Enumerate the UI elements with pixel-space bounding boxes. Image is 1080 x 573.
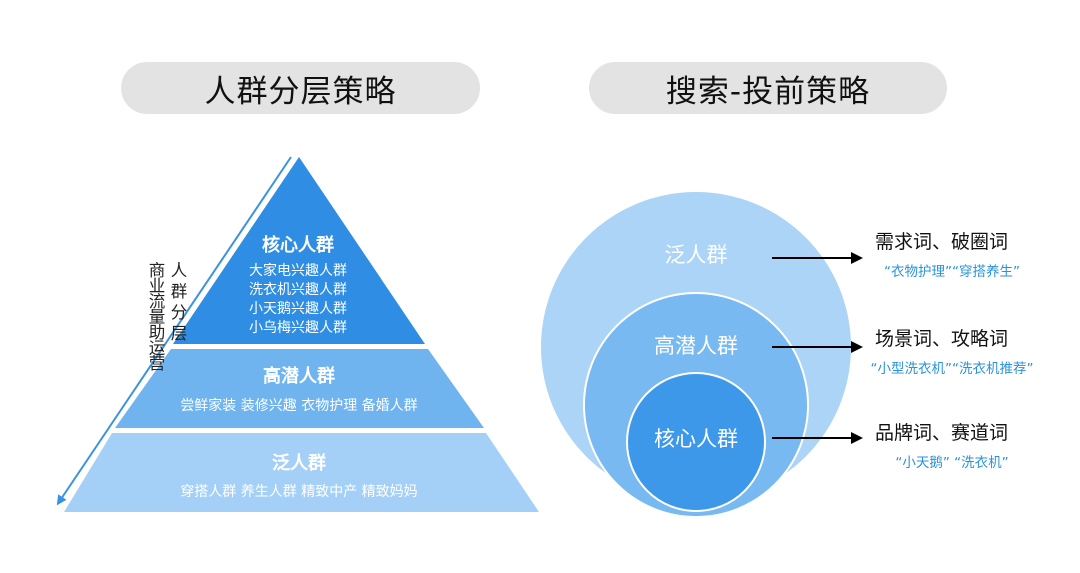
side-label-char: 分 <box>171 303 188 322</box>
tier-potential-title: 高潜人群 <box>263 365 335 387</box>
pyramid-tier-potential <box>115 349 484 428</box>
circle-inner <box>626 372 766 512</box>
left-title-pill: 人群分层策略 <box>121 62 480 114</box>
circle-inner-label: 核心人群 <box>654 427 738 451</box>
keyword-title-2: 场景词、攻略词 <box>875 328 1008 350</box>
side-label-column-1: 人群分层 <box>171 261 188 343</box>
circle-middle-label: 高潜人群 <box>654 334 738 358</box>
side-label-char: 商 <box>149 261 166 280</box>
left-title: 人群分层策略 <box>204 73 397 110</box>
keyword-example-2: “小型洗衣机”“洗衣机推荐” <box>871 361 1034 377</box>
pyramid-tier-broad <box>64 433 539 512</box>
tier-potential-subtitle: 尝鲜家装 装修兴趣 衣物护理 备婚人群 <box>180 397 417 414</box>
side-label-char: 量 <box>149 308 166 327</box>
tier-core-item: 小天鹅兴趣人群 <box>249 300 347 317</box>
side-label-char: 业 <box>149 277 166 296</box>
keyword-title-3: 品牌词、赛道词 <box>875 422 1008 444</box>
tier-broad-title: 泛人群 <box>272 452 326 474</box>
tier-core-item: 洗衣机兴趣人群 <box>249 282 347 298</box>
keyword-example-3: “小天鹅” “洗衣机” <box>895 454 1008 471</box>
side-label-char: 营 <box>149 354 166 373</box>
keyword-example-1: “衣物护理”“穿搭养生” <box>884 264 1020 280</box>
side-label-char: 运 <box>149 339 166 358</box>
right-title: 搜索-投前策略 <box>665 73 871 110</box>
side-label-char: 人 <box>171 261 188 280</box>
pyramid-side-arrow <box>56 156 292 506</box>
side-label-char: 流 <box>149 292 166 311</box>
right-title-pill: 搜索-投前策略 <box>589 62 947 114</box>
tier-broad-subtitle: 穿搭人群 养生人群 精致中产 精致妈妈 <box>180 484 417 500</box>
side-label-char: 助 <box>149 323 166 342</box>
circle-outer-label: 泛人群 <box>665 243 728 267</box>
side-label-char: 群 <box>171 282 188 301</box>
pyramid-tier-core <box>173 157 425 344</box>
tier-core-item: 大家电兴趣人群 <box>249 262 347 279</box>
tier-core-title: 核心人群 <box>262 234 334 256</box>
side-label-char: 层 <box>171 324 188 343</box>
tier-core-item: 小乌梅兴趣人群 <box>249 320 347 336</box>
keyword-title-1: 需求词、破圈词 <box>875 231 1008 253</box>
